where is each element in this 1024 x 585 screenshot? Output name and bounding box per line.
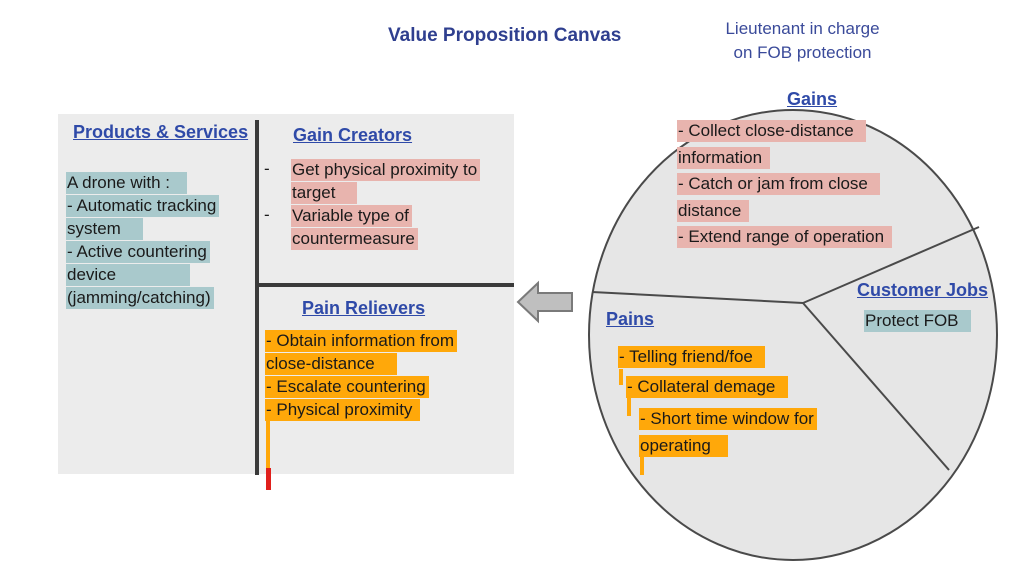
pain-reliever-line: - Escalate countering <box>265 376 429 398</box>
value-map-horizontal-divider <box>258 283 514 287</box>
gain-creator-line: Variable type of <box>291 205 412 227</box>
pain-line: - Short time window for <box>639 408 817 430</box>
customer-jobs-heading: Customer Jobs <box>857 280 989 300</box>
highlight-stub <box>619 369 623 385</box>
red-marker <box>266 468 271 490</box>
products-services-line: - Active countering <box>66 241 210 263</box>
customer-segment-line: Lieutenant in charge <box>725 19 880 38</box>
pain-line: operating <box>639 435 729 457</box>
gain-line: distance <box>677 200 750 222</box>
pain-line: - Telling friend/foe <box>618 346 766 368</box>
gain-line: - Catch or jam from close <box>677 173 881 195</box>
gain-creator-line: Get physical proximity to <box>291 159 481 181</box>
products-services-line: A drone with : <box>66 172 188 194</box>
products-services-line: system <box>66 218 143 240</box>
bullet-dash: - <box>264 205 270 224</box>
products-services-heading: Products & Services <box>73 122 249 142</box>
highlight-stub <box>266 421 270 468</box>
bullet-dash: - <box>264 159 270 178</box>
gain-creators-heading: Gain Creators <box>293 125 413 145</box>
customer-job-line: Protect FOB <box>864 310 971 332</box>
customer-segment-label: Lieutenant in charge on FOB protection <box>700 17 905 65</box>
page-title: Value Proposition Canvas <box>388 25 622 46</box>
pain-reliever-line: - Obtain information from <box>265 330 458 352</box>
gain-creator-line: target <box>291 182 358 204</box>
left-arrow-icon <box>516 280 576 324</box>
pain-line: - Collateral demage <box>626 376 788 398</box>
customer-segment-line: on FOB protection <box>733 43 872 62</box>
gain-creator-line: countermeasure <box>291 228 418 250</box>
highlight-stub <box>627 398 631 416</box>
products-services-line: device <box>66 264 190 286</box>
gains-heading: Gains <box>787 89 838 109</box>
pain-reliever-line: close-distance <box>265 353 397 375</box>
highlight-stub <box>640 457 644 475</box>
pains-heading: Pains <box>606 309 655 329</box>
gain-line: - Collect close-distance <box>677 120 867 142</box>
pain-reliever-line: - Physical proximity <box>265 399 421 421</box>
products-services-line: - Automatic tracking <box>66 195 220 217</box>
gain-line: - Extend range of operation <box>677 226 892 248</box>
pain-relievers-heading: Pain Relievers <box>302 298 426 318</box>
gain-line: information <box>677 147 770 169</box>
value-map-vertical-divider <box>255 120 259 475</box>
products-services-line: (jamming/catching) <box>66 287 214 309</box>
